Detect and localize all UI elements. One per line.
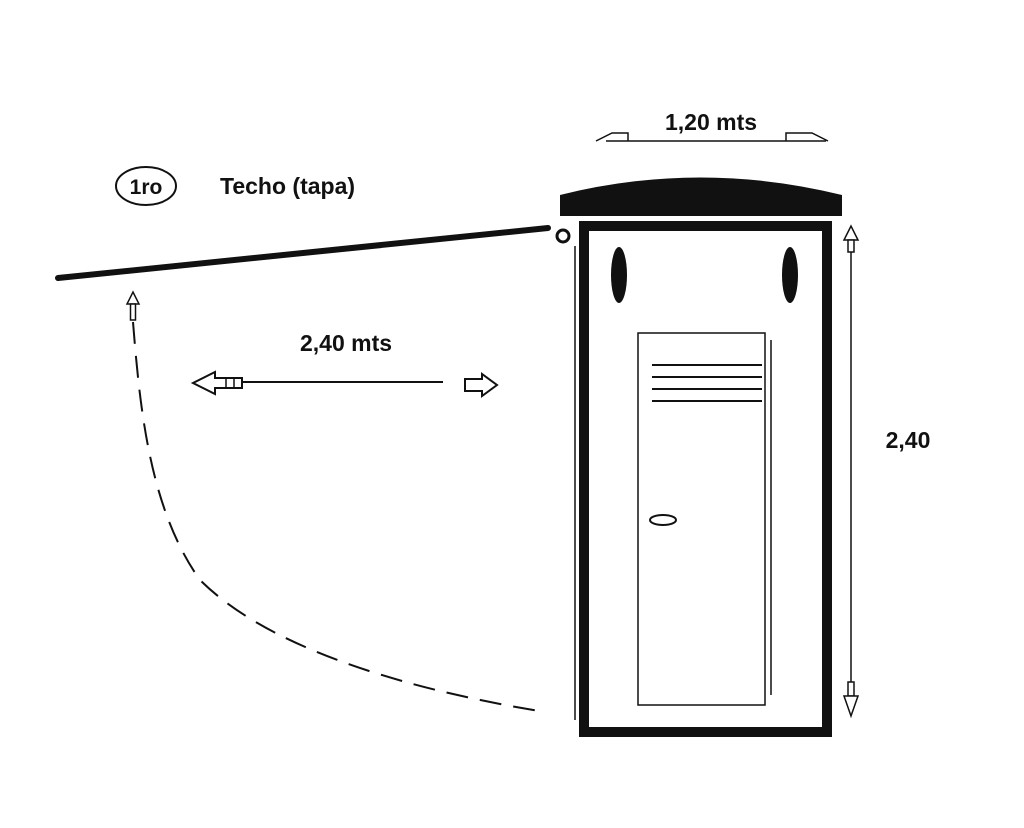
open-roof-line: [55, 225, 551, 281]
height-label: 2,40: [886, 427, 931, 453]
width-right-tick-icon: [785, 132, 829, 142]
left-vent: [611, 247, 627, 303]
door: [637, 332, 772, 706]
roof-label: Techo (tapa): [220, 173, 355, 199]
right-vent: [782, 247, 798, 303]
cabin-roof: [560, 177, 842, 216]
swing-path: [132, 321, 546, 713]
hinge-icon: [555, 228, 571, 244]
small-up-arrow-icon: [125, 290, 141, 321]
right-arrow-icon: [464, 372, 499, 398]
step-badge: 1ro: [115, 166, 177, 206]
width-label: 1,20 mts: [665, 109, 757, 135]
left-arrow-icon: [190, 370, 243, 396]
opening-length-label: 2,40 mts: [300, 330, 392, 356]
door-handle: [649, 514, 677, 526]
step-badge-label: 1ro: [130, 176, 163, 199]
height-up-arrow-icon: [842, 224, 860, 253]
height-down-arrow-icon: [842, 681, 860, 719]
width-left-tick-icon: [595, 132, 629, 142]
step-badge-outline: [115, 166, 177, 206]
